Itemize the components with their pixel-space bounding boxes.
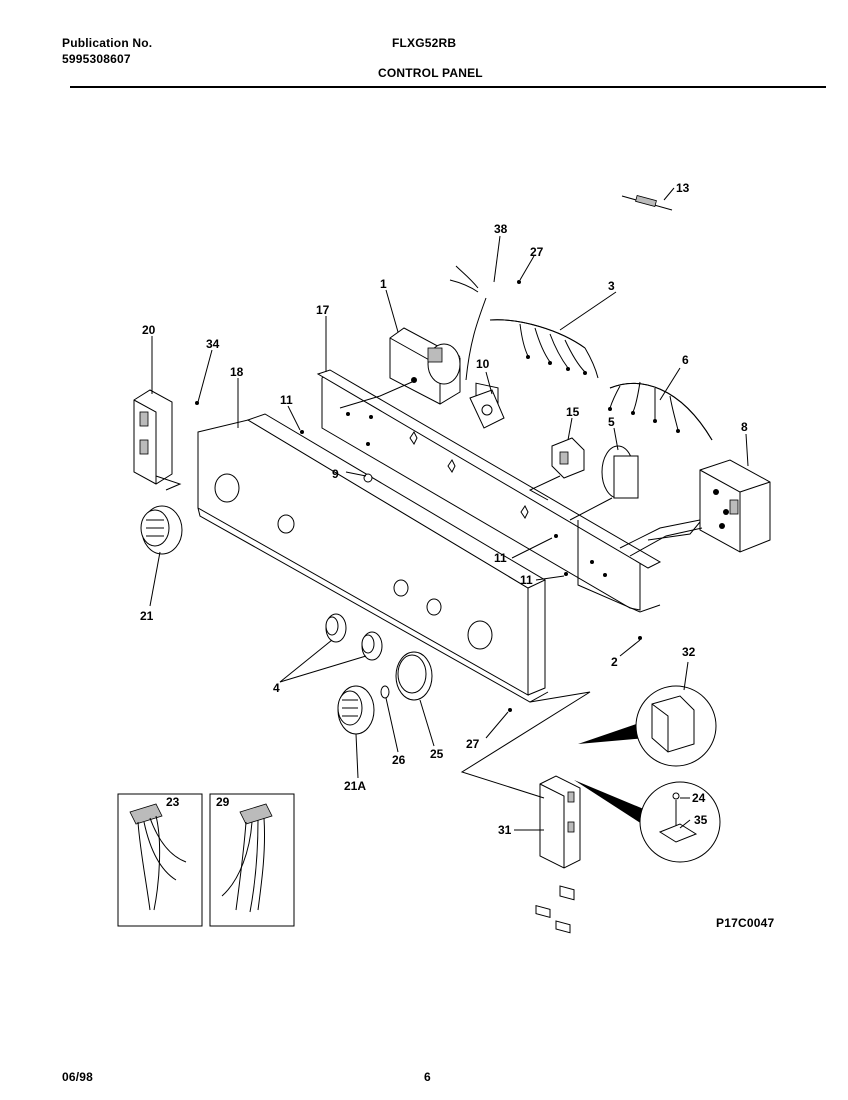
publication-label: Publication No.	[62, 36, 153, 50]
diagram-code: P17C0047	[716, 916, 775, 930]
callout-25: 25	[430, 747, 444, 761]
callout-13: 13	[676, 181, 690, 195]
clips	[535, 885, 575, 934]
callout-6: 6	[682, 353, 689, 367]
callout-5: 5	[608, 415, 615, 429]
callout-11-mid: 11	[494, 551, 507, 565]
switch-10	[469, 389, 505, 429]
callout-21a: 21A	[344, 779, 366, 793]
callout-8: 8	[741, 420, 748, 434]
callout-11-low: 11	[520, 573, 533, 587]
callout-23: 23	[166, 795, 180, 809]
washer	[380, 685, 390, 699]
switch-15	[528, 437, 585, 501]
callout-labels: 1 2 3 4 5 6 8 9 10 11 11 11 13 15 17 18 …	[140, 181, 748, 837]
callout-3: 3	[608, 279, 615, 293]
knob-21	[140, 505, 183, 555]
control-box	[619, 459, 771, 557]
end-bracket-left	[133, 389, 182, 491]
selector-switch	[569, 445, 639, 521]
wire-harness-6	[608, 381, 713, 441]
callout-21: 21	[140, 609, 154, 623]
callout-11-top: 11	[280, 393, 293, 407]
section-title: CONTROL PANEL	[378, 66, 483, 80]
callout-32: 32	[682, 645, 696, 659]
callout-18: 18	[230, 365, 244, 379]
callout-20: 20	[142, 323, 156, 337]
callout-34: 34	[206, 337, 220, 351]
callout-27-top: 27	[530, 245, 544, 259]
callout-38: 38	[494, 222, 508, 236]
leader-lines	[149, 187, 749, 831]
timer	[339, 327, 461, 409]
callout-29: 29	[216, 795, 230, 809]
footer-date: 06/98	[62, 1070, 94, 1084]
model-number: FLXG52RB	[392, 36, 457, 50]
end-bracket-right	[539, 775, 581, 869]
knob-21a	[337, 685, 375, 735]
thermal-sensor	[621, 195, 673, 211]
callout-26: 26	[392, 753, 406, 767]
callout-35: 35	[694, 813, 708, 827]
callout-1: 1	[380, 277, 387, 291]
knob-4a	[325, 613, 347, 643]
callout-10: 10	[476, 357, 490, 371]
knob-4b	[361, 631, 383, 661]
callout-24: 24	[692, 791, 706, 805]
callout-4: 4	[273, 681, 280, 695]
header-rule	[70, 86, 826, 88]
inset-harness-23	[117, 793, 203, 927]
callout-17: 17	[316, 303, 330, 317]
detail-circle-24-35	[639, 781, 721, 863]
callout-9: 9	[332, 467, 339, 481]
dial-skirt	[395, 651, 433, 701]
callout-15: 15	[566, 405, 580, 419]
detail-circle-32	[635, 685, 717, 767]
wire-harness-3	[489, 319, 599, 379]
callout-2: 2	[611, 655, 618, 669]
publication-number: 5995308607	[62, 52, 131, 66]
page-number: 6	[424, 1070, 431, 1084]
inset-harness-29	[209, 793, 295, 927]
callout-31: 31	[498, 823, 512, 837]
console-panel	[197, 413, 549, 703]
callout-27-low: 27	[466, 737, 480, 751]
